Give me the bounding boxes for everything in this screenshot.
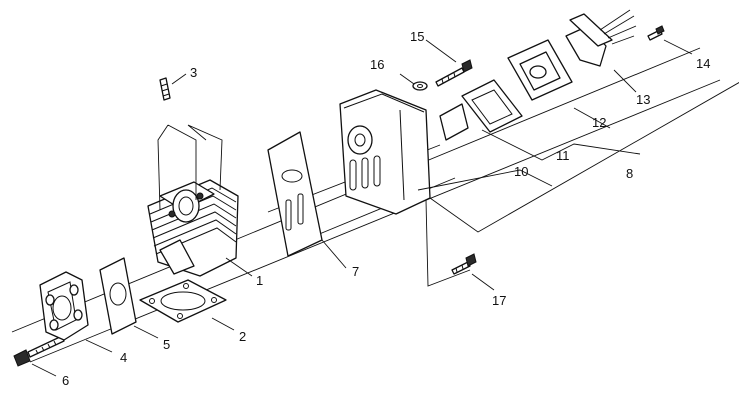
callout-2: 2 <box>239 329 246 344</box>
callout-5: 5 <box>163 337 170 352</box>
callout-11: 11 <box>556 148 570 163</box>
part-8-muffler <box>339 89 431 215</box>
part-14-screw <box>599 9 665 45</box>
callout-16: 16 <box>370 57 384 72</box>
part-16-washer <box>412 81 428 91</box>
callout-14: 14 <box>696 56 710 71</box>
part-2-base-gasket <box>139 279 227 323</box>
callout-4: 4 <box>120 350 127 365</box>
callout-7: 7 <box>352 264 359 279</box>
callout-13: 13 <box>636 92 650 107</box>
callout-15: 15 <box>410 29 424 44</box>
part-12-cover-plate <box>507 39 573 101</box>
part-15-bolt <box>435 59 473 87</box>
part-3-screws <box>157 77 223 211</box>
part-5-gasket <box>99 257 137 335</box>
callout-labels: 1 2 3 4 5 6 7 8 10 11 12 13 14 15 16 17 <box>62 29 710 388</box>
part-4-adaptor <box>39 271 89 341</box>
callout-1: 1 <box>256 273 263 288</box>
callout-8: 8 <box>626 166 633 181</box>
leader-lines <box>31 39 739 377</box>
part-1-cylinder <box>147 179 239 277</box>
callout-17: 17 <box>492 293 506 308</box>
callout-10: 10 <box>514 164 528 179</box>
callout-6: 6 <box>62 373 69 388</box>
callout-12: 12 <box>592 115 606 130</box>
callout-3: 3 <box>190 65 197 80</box>
part-11-gasket <box>461 79 523 133</box>
part-6-bolt <box>13 335 65 367</box>
part-17-bolt <box>451 253 477 275</box>
part-10-deflector <box>439 103 469 141</box>
part-13-bracket <box>565 13 613 67</box>
